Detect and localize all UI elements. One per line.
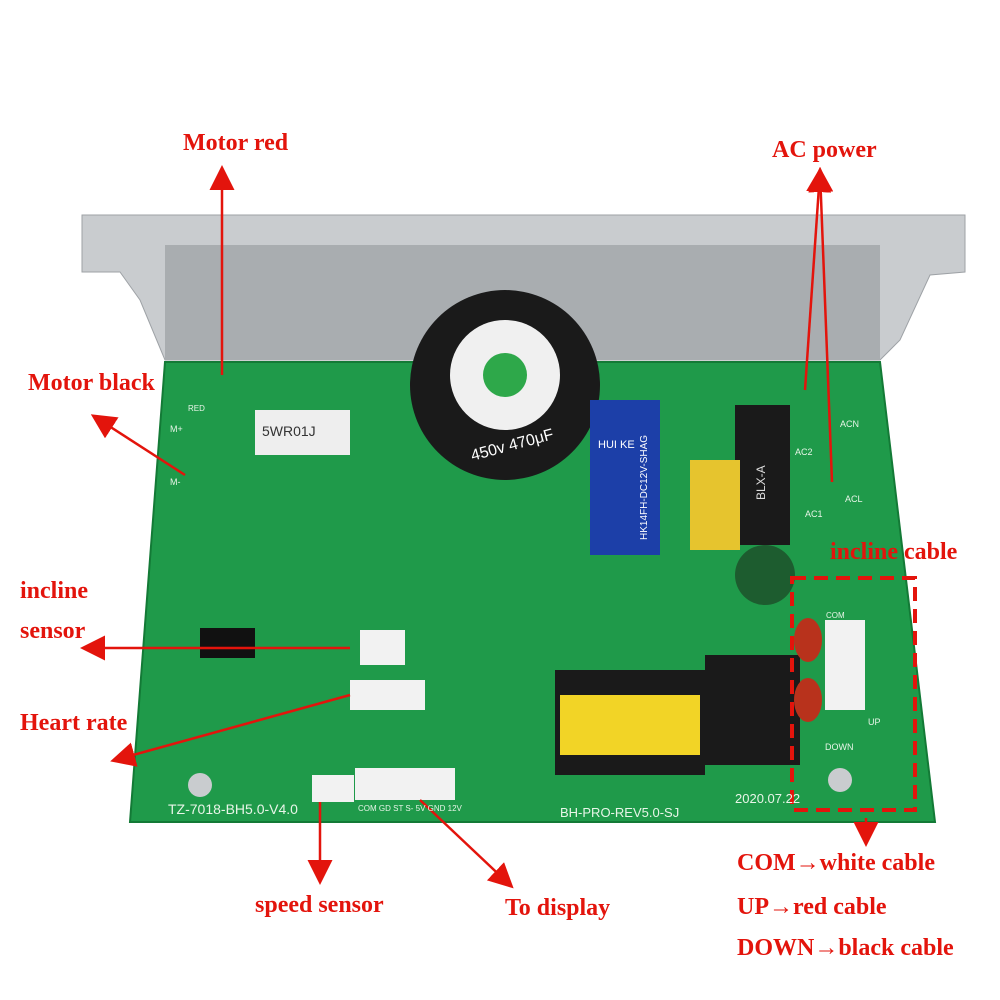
m-plus-label: M+	[170, 424, 183, 434]
acl-label: ACL	[845, 494, 863, 504]
display-connector	[355, 768, 455, 800]
arrow-heart-rate	[110, 693, 351, 767]
relays-2	[705, 655, 800, 765]
speed-sensor-connector	[312, 775, 354, 802]
label-up-cable: UP→red cable	[737, 894, 887, 920]
board-model: TZ-7018-BH5.0-V4.0	[168, 801, 298, 817]
ic-chip	[200, 628, 255, 658]
relay-brand: HUI KE	[598, 439, 635, 451]
label-motor-red: Motor red	[183, 130, 289, 156]
red-terminal-label: RED	[188, 404, 205, 413]
up-pin-label: UP	[868, 717, 881, 727]
heart-rate-connector	[350, 680, 425, 710]
board-revision: BH-PRO-REV5.0-SJ	[560, 805, 680, 820]
label-motor-black: Motor black	[28, 370, 155, 396]
label-incline-sensor-line1: incline	[20, 578, 89, 604]
incline-cable-highlight-box	[790, 576, 917, 812]
relay-model: HK14FH-DC12V-SHAG	[639, 434, 650, 540]
incline-sensor-connector	[360, 630, 405, 665]
label-to-display: To display	[505, 895, 611, 921]
ac2-label: AC2	[795, 447, 813, 457]
display-pin-labels: COM GD ST S- 5V GND 12V	[358, 804, 462, 813]
board-date: 2020.07.22	[735, 791, 801, 806]
arrow-to-display	[419, 799, 514, 889]
relay	[590, 400, 660, 555]
arrow-ac-power-2	[808, 167, 834, 483]
down-pin-label: DOWN	[825, 742, 854, 752]
resistor-label: 5WR01J	[262, 423, 316, 439]
label-speed-sensor: speed sensor	[255, 892, 384, 918]
m-minus-label: M-	[170, 477, 181, 487]
ac1-label: AC1	[805, 509, 823, 519]
arrow-motor-black	[90, 414, 186, 477]
fuse-holder	[735, 405, 790, 545]
acn-label: ACN	[840, 419, 860, 429]
label-down-cable: DOWN→black cable	[737, 935, 954, 961]
label-incline-cable: incline cable	[830, 539, 958, 565]
label-com-cable: COM→white cable	[737, 850, 935, 876]
resistor-5w	[255, 410, 350, 455]
label-ac-power: AC power	[772, 137, 877, 163]
com-pin-label: COM	[826, 611, 845, 620]
label-incline-sensor-line2: sensor	[20, 618, 86, 644]
incline-connector	[825, 620, 865, 710]
yellow-capacitor	[690, 460, 740, 550]
label-heart-rate: Heart rate	[20, 710, 128, 736]
arrow-ac-power-1	[803, 167, 832, 391]
fuse-label: BLX-A	[754, 465, 768, 500]
